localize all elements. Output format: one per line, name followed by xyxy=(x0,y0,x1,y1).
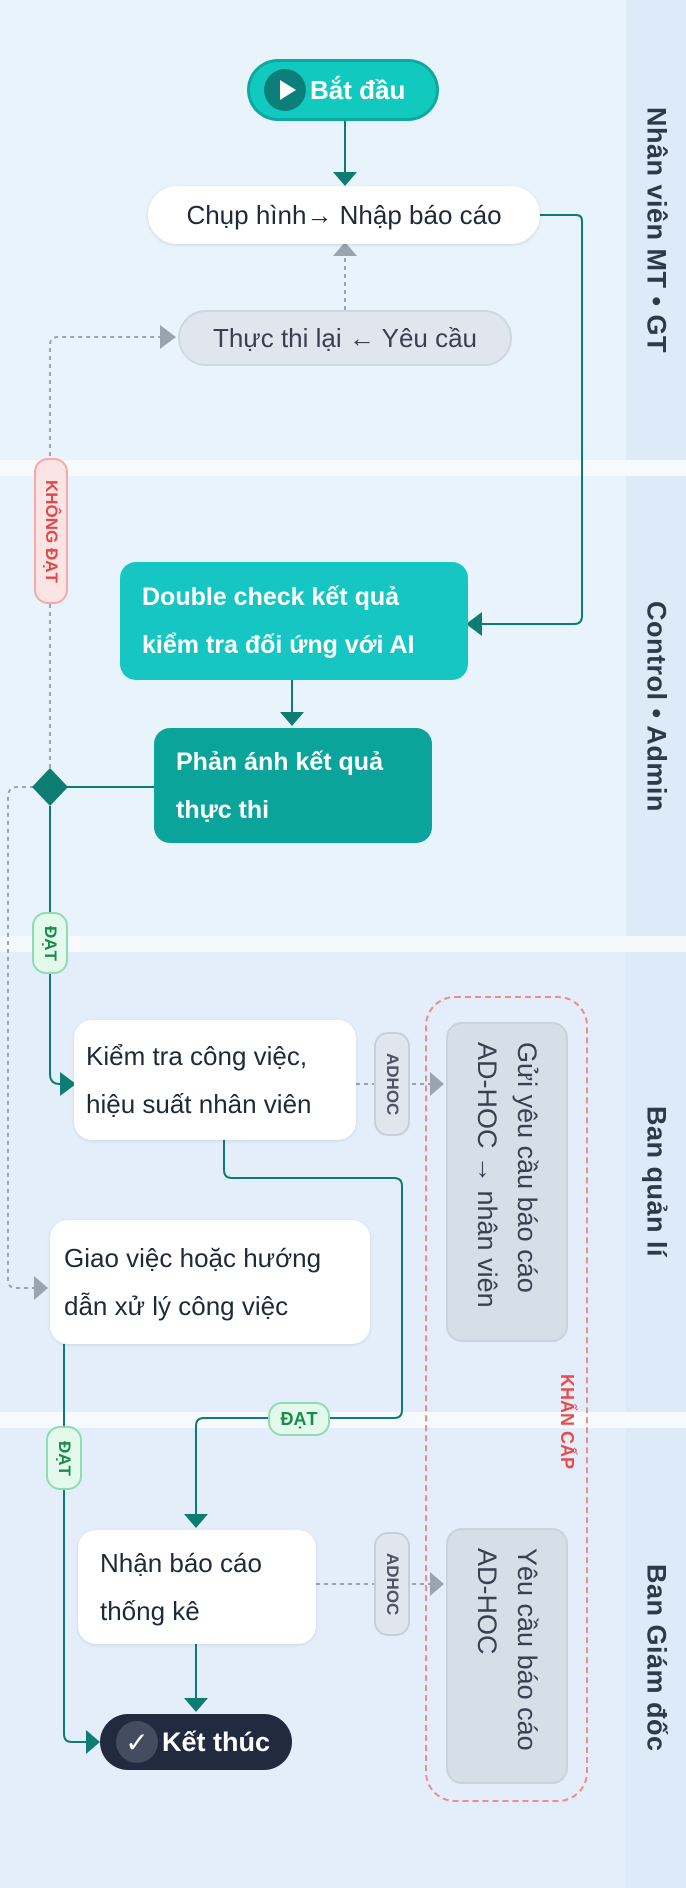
double-check-line-2: kiểm tra đối ứng với AI xyxy=(142,631,415,659)
inspect-line-2: hiệu suất nhân viên xyxy=(86,1089,312,1119)
adhoc-request-director[interactable]: Yêu cầu báo cáo AD-HOC xyxy=(446,1528,568,1784)
adhoc-badge-manager: ADHOC xyxy=(374,1032,410,1136)
fail-badge: KHÔNG ĐẠT xyxy=(34,458,68,604)
fail-badge-label: KHÔNG ĐẠT xyxy=(42,479,61,583)
adhoc-badge-manager-label: ADHOC xyxy=(383,1052,402,1116)
adhoc-request-manager-label: Gửi yêu cầu báo cáo AD-HOC → nhân viên xyxy=(472,1042,542,1308)
lane-title-manager: Ban quản lí xyxy=(641,1106,672,1258)
assign-line-1: Giao việc hoặc hướng xyxy=(64,1243,322,1273)
capture-label: Chụp hình→ Nhập báo cáo xyxy=(186,199,502,230)
end-label: Kết thúc xyxy=(162,1726,270,1757)
capture-node[interactable]: Chụp hình→ Nhập báo cáo xyxy=(148,186,540,244)
end-node[interactable]: ✓ Kết thúc xyxy=(100,1714,292,1770)
redo-node[interactable]: Thực thi lại ← Yêu cầu xyxy=(178,310,512,366)
pass-badge-manager-label: ĐẠT xyxy=(280,1408,318,1429)
urgent-group xyxy=(425,996,588,1802)
reflect-line-2: thực thi xyxy=(176,795,270,824)
start-node[interactable]: Bắt đầu xyxy=(250,62,436,118)
double-check-line-1: Double check kết quả xyxy=(142,583,400,611)
adhoc-request-director-label: Yêu cầu báo cáo AD-HOC xyxy=(472,1548,542,1751)
pass-badge-manager: ĐẠT xyxy=(268,1402,330,1436)
redo-label: Thực thi lại ← Yêu cầu xyxy=(212,322,478,353)
reflect-line-1: Phản ánh kết quả xyxy=(176,747,383,776)
play-icon xyxy=(264,69,306,111)
adhoc-badge-director: ADHOC xyxy=(374,1532,410,1636)
lane-title-control: Control • Admin xyxy=(641,600,672,812)
urgent-label: KHẨN CẤP xyxy=(557,1374,577,1470)
pass-badge-control: ĐẠT xyxy=(32,912,68,974)
adhoc-request-manager[interactable]: Gửi yêu cầu báo cáo AD-HOC → nhân viên xyxy=(446,1022,568,1342)
check-icon: ✓ xyxy=(116,1721,158,1763)
lane-title-director: Ban Giám đốc xyxy=(641,1564,672,1752)
assign-line-2: dẫn xử lý công việc xyxy=(64,1291,289,1321)
inspect-line-1: Kiểm tra công việc, xyxy=(86,1041,308,1071)
lane-control: Control • Admin xyxy=(0,476,686,936)
inspect-node[interactable]: Kiểm tra công việc, hiệu suất nhân viên xyxy=(74,1020,356,1140)
assign-node[interactable]: Giao việc hoặc hướng dẫn xử lý công việc xyxy=(50,1220,370,1344)
lane-title-employee: Nhân viên MT • GT xyxy=(641,107,672,353)
double-check-node[interactable]: Double check kết quả kiểm tra đối ứng vớ… xyxy=(120,562,468,680)
start-label: Bắt đầu xyxy=(310,74,406,105)
pass-badge-director-label: ĐẠT xyxy=(55,1440,74,1476)
receive-line-2: thống kê xyxy=(100,1596,200,1626)
pass-badge-director: ĐẠT xyxy=(46,1426,82,1490)
decision-diamond xyxy=(32,768,68,806)
pass-badge-control-label: ĐẠT xyxy=(41,925,60,961)
adhoc-badge-director-label: ADHOC xyxy=(383,1552,402,1616)
reflect-node[interactable]: Phản ánh kết quả thực thi xyxy=(154,728,432,843)
receive-line-1: Nhận báo cáo xyxy=(100,1548,262,1578)
receive-node[interactable]: Nhận báo cáo thống kê xyxy=(78,1530,316,1644)
